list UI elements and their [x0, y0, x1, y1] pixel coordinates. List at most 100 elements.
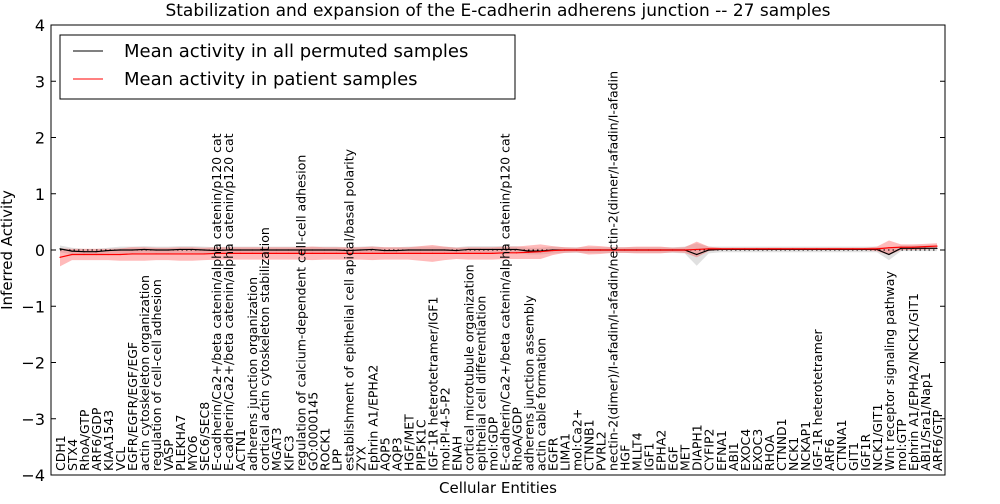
data-point — [563, 249, 566, 251]
data-point — [395, 249, 397, 252]
category-label: cortical microtubule organization — [461, 264, 476, 471]
category-label: Wnt receptor signaling pathway — [882, 271, 897, 471]
data-point — [900, 247, 902, 249]
category-label: ROCK1 — [317, 428, 332, 471]
category-labels: CDH1STX4RhoA/GTPARF6/GDPKIAA1543VCLEGFR/… — [53, 71, 945, 471]
data-point — [203, 253, 205, 255]
data-point — [71, 250, 73, 252]
category-label: CTNNA1 — [834, 419, 849, 471]
data-point — [155, 253, 157, 255]
data-point — [696, 253, 698, 256]
data-point — [95, 251, 97, 253]
y-tick-label: −3 — [21, 410, 45, 429]
category-label: CDH1 — [53, 435, 68, 471]
data-point — [71, 253, 73, 256]
category-label: regulation of calcium-dependent cell-cel… — [293, 155, 308, 471]
data-point — [912, 247, 914, 249]
data-point — [83, 253, 85, 256]
data-point — [612, 249, 614, 251]
y-tick-label: 1 — [35, 185, 45, 204]
data-point — [588, 249, 590, 251]
data-point — [263, 252, 265, 254]
category-label: PIP5K1C — [413, 419, 428, 471]
data-point — [816, 248, 818, 250]
category-label: mol:GDP — [485, 416, 500, 471]
data-point — [419, 249, 422, 251]
category-label: RhoA/GTP — [77, 409, 92, 471]
category-label: E-cadherin/Ca2+/beta catenin/alpha caten… — [221, 133, 236, 471]
data-point — [383, 252, 385, 254]
category-label: EGF — [666, 446, 681, 471]
category-label: PLEKHA7 — [173, 414, 188, 471]
data-point — [179, 248, 181, 251]
data-point — [119, 253, 121, 256]
category-label: NCK1 — [786, 437, 801, 471]
data-point — [479, 248, 482, 251]
category-label: IGF-1R heterotetramer — [810, 328, 825, 471]
y-tick-label: 0 — [35, 241, 45, 260]
category-label: KIAA1543 — [101, 410, 116, 471]
data-point — [551, 249, 554, 252]
data-point — [780, 248, 782, 250]
data-point — [359, 252, 361, 254]
data-point — [912, 246, 914, 248]
category-label: ACTN1 — [233, 429, 248, 471]
category-label: LIMA1 — [558, 433, 573, 471]
category-label: ARF6/GDP — [89, 407, 104, 471]
data-point — [59, 256, 61, 258]
data-point — [648, 249, 650, 251]
category-label: IGF1R — [858, 433, 873, 471]
category-label: E-cadherin/Ca2+/beta catenin/alpha caten… — [209, 133, 224, 471]
data-point — [696, 248, 698, 251]
data-point — [83, 251, 85, 253]
category-label: MET — [678, 444, 693, 471]
y-axis-label: Inferred Activity — [0, 190, 16, 310]
category-label: regulation of cell-cell adhesion — [149, 279, 164, 471]
category-label: RHOA — [762, 434, 777, 471]
category-label: MLLT4 — [630, 432, 645, 471]
data-point — [143, 253, 145, 255]
series-lines — [59, 245, 938, 258]
chart-title: Stabilization and expansion of the E-cad… — [165, 1, 830, 21]
data-point — [684, 249, 686, 251]
legend-box — [59, 34, 516, 100]
category-label: ENAH — [449, 436, 464, 471]
data-point — [636, 249, 638, 251]
category-label: RhoA/GDP — [510, 407, 525, 471]
data-point — [239, 249, 241, 251]
legend-label-patient: Mean activity in patient samples — [124, 69, 418, 90]
data-point — [167, 253, 169, 255]
data-point — [888, 253, 890, 256]
data-point — [479, 252, 482, 254]
category-label: IGF1 — [642, 442, 657, 471]
x-axis-label: Cellular Entities — [439, 479, 557, 497]
data-point — [864, 248, 866, 250]
data-point — [371, 252, 373, 254]
category-label: EGFR — [546, 437, 561, 471]
data-point — [383, 249, 385, 252]
data-point — [840, 248, 842, 250]
data-point — [347, 249, 349, 252]
data-point — [371, 248, 373, 251]
data-point — [287, 249, 289, 251]
data-point — [491, 248, 494, 251]
data-point — [515, 248, 518, 251]
data-point — [323, 249, 325, 251]
data-point — [227, 252, 229, 254]
data-point — [407, 249, 409, 251]
y-tick-label: −2 — [21, 354, 45, 373]
data-point — [335, 252, 337, 254]
data-point — [467, 248, 470, 251]
data-point — [924, 247, 926, 249]
data-point — [503, 248, 506, 251]
data-point — [299, 252, 301, 254]
category-label: ABI1/Sra1/Nap1 — [918, 372, 933, 471]
category-label: MYO6 — [185, 435, 200, 471]
data-point — [768, 248, 770, 250]
data-point — [527, 250, 530, 252]
data-point — [95, 253, 97, 256]
data-point — [251, 249, 253, 251]
data-point — [143, 248, 145, 251]
y-tick-label: 4 — [35, 16, 45, 35]
